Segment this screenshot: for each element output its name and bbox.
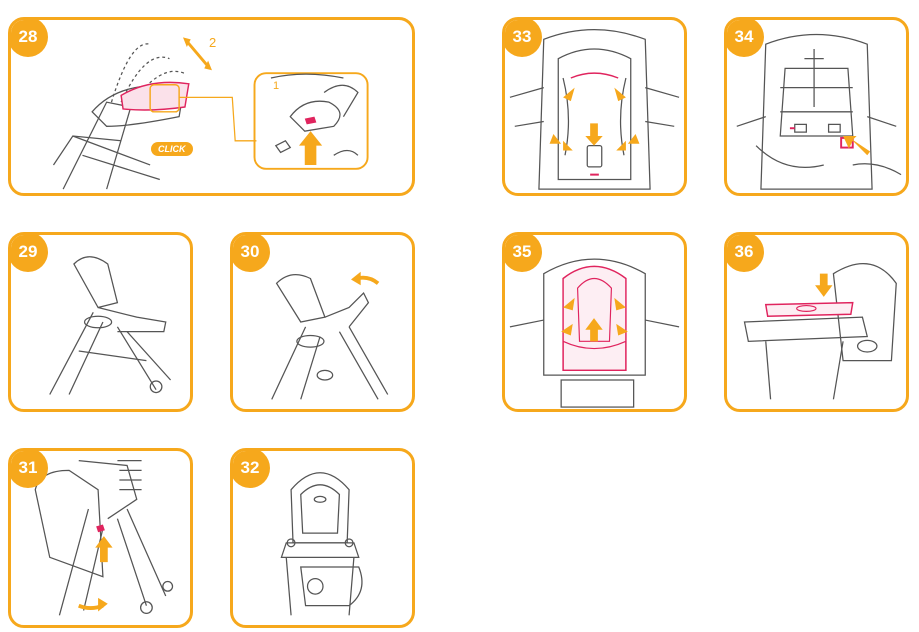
step-number-badge: 35	[505, 235, 542, 272]
step-35-illustration	[509, 258, 680, 408]
step-30-illustration	[271, 271, 389, 400]
label-one: 1	[273, 80, 280, 92]
step-34-panel: 34	[724, 17, 909, 196]
step-31-illustration	[34, 460, 174, 616]
step-29-panel: 29	[8, 232, 193, 412]
step-28-illustration	[52, 37, 369, 190]
step-35-panel: 35	[502, 232, 687, 412]
step-36-illustration	[743, 263, 897, 400]
click-label: CLICK	[151, 142, 193, 156]
step-number-badge: 34	[727, 20, 764, 57]
step-28-panel: 28 2 1 CLICK	[8, 17, 415, 196]
step-31-panel: 31	[8, 448, 193, 628]
step-number-badge: 31	[11, 451, 48, 488]
step-34-illustration	[736, 33, 902, 190]
step-number-badge: 29	[11, 235, 48, 272]
step-number-badge: 30	[233, 235, 270, 272]
step-30-panel: 30	[230, 232, 415, 412]
step-number-badge: 33	[505, 20, 542, 57]
step-32-illustration	[280, 472, 363, 616]
step-33-illustration	[509, 29, 680, 190]
step-29-illustration	[49, 256, 172, 395]
step-number-badge: 36	[727, 235, 764, 272]
step-33-panel: 33	[502, 17, 687, 196]
step-number-badge: 32	[233, 451, 270, 488]
step-32-panel: 32	[230, 448, 415, 628]
step-number-badge: 28	[11, 20, 48, 57]
step-36-panel: 36	[724, 232, 909, 412]
label-two: 2	[209, 35, 217, 50]
